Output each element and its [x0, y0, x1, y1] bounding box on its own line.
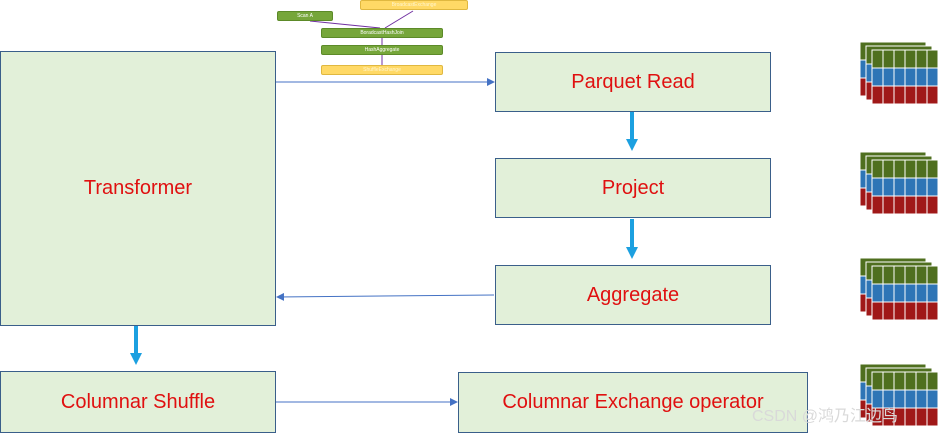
transformer-label: Transformer [83, 177, 193, 199]
columnar-batch-icon [860, 258, 939, 321]
parquet-read-box: Parquet Read [495, 52, 771, 112]
transformer-box: Transformer [0, 51, 276, 326]
columnar-shuffle-label: Columnar Shuffle [60, 390, 216, 413]
mini-node-broadcast-exchange: BroadcastExchange [360, 0, 468, 10]
mini-node-hash-aggregate: HashAggregate [321, 45, 443, 55]
columnar-batch-icon [860, 364, 939, 427]
mini-connector [384, 10, 414, 29]
parquet-read-label: Parquet Read [571, 70, 695, 93]
aggregate-label: Aggregate [586, 283, 680, 306]
columnar-batch-icon [860, 42, 939, 105]
columnar-batch-icon [860, 152, 939, 215]
mini-connector [309, 20, 381, 29]
mini-node-broadcast-hash-join: BoradcastHashJoin [321, 28, 443, 38]
project-label: Project [601, 176, 665, 199]
aggregate-box: Aggregate [495, 265, 771, 325]
mini-node-scan-a: Scan A [277, 11, 333, 21]
mini-node-shuffle-exchange: ShuffleExchange [321, 65, 443, 75]
project-box: Project [495, 158, 771, 218]
arrow-aggregate-to-transformer [276, 292, 495, 301]
watermark: CSDN @鸿乃江边鸟 [752, 408, 899, 425]
columnar-shuffle-box: Columnar Shuffle [0, 371, 276, 433]
columnar-exchange-label: Columnar Exchange operator [502, 391, 764, 413]
